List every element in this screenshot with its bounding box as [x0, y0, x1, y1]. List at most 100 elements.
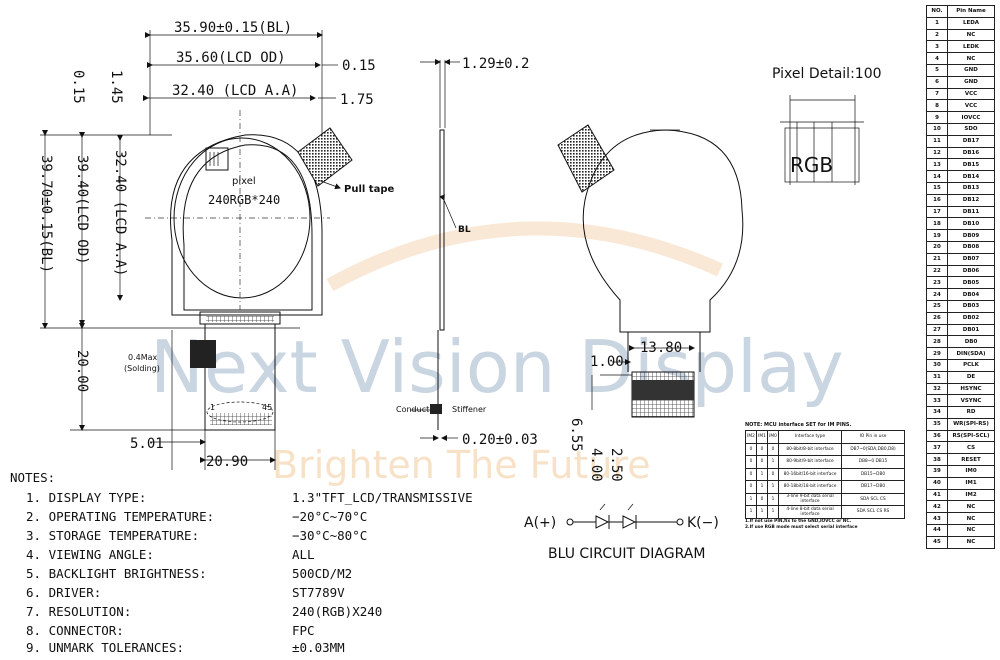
pin-name: DB10	[947, 217, 995, 231]
pin-name: DB12	[947, 193, 995, 207]
note-value: ALL	[292, 547, 315, 562]
pin45-label: 45	[262, 403, 272, 412]
pin-number: 9	[926, 111, 948, 124]
pin-number: 2	[926, 28, 948, 42]
pin-name: DB05	[947, 276, 995, 290]
pin-name: WR(SPI-RS)	[947, 417, 995, 431]
interface-cell: 0	[745, 442, 757, 456]
pin-name: HSYNC	[947, 382, 995, 396]
pin-name: DB03	[947, 299, 995, 313]
pin-number: 26	[926, 311, 948, 325]
note-label: 7. RESOLUTION:	[26, 604, 132, 619]
pin-number: 14	[926, 170, 948, 183]
pin-number: 24	[926, 288, 948, 301]
pin-number: 4	[926, 52, 948, 65]
pin-number: 43	[926, 512, 948, 526]
solder-pad	[190, 340, 216, 368]
pin-name: RS(SPI-SCL)	[947, 429, 995, 443]
solding-label-2: (Solding)	[124, 364, 160, 373]
dim-bl-height: 39.70±0.15(BL)	[38, 155, 54, 273]
interface-cell: 1	[745, 505, 757, 519]
pin-number: 35	[926, 417, 948, 431]
pin-name: DB02	[947, 311, 995, 325]
pin-name: GND	[947, 75, 995, 89]
pin-number: 17	[926, 205, 948, 219]
note-value: ST7789V	[292, 585, 345, 600]
pin-name: DB15	[947, 158, 995, 172]
pin-table-header: NO. Pin Name	[926, 5, 995, 18]
interface-cell: 1	[767, 480, 779, 494]
pin-number: 45	[926, 535, 948, 549]
pin-number: 18	[926, 217, 948, 231]
pixel-detail: Pixel Detail:100 RGB	[772, 66, 882, 185]
dim-pad-4-00: 4.00	[588, 448, 604, 482]
pin-number: 29	[926, 347, 948, 360]
interface-cell: 1	[756, 505, 768, 519]
pin-no-header: NO.	[926, 5, 948, 18]
pin-name: DB0	[947, 335, 995, 349]
pin-number: 37	[926, 441, 948, 455]
pin-name: CS	[947, 441, 995, 455]
pin-number: 28	[926, 335, 948, 349]
pin-number: 13	[926, 158, 948, 172]
interface-cell: SDA SCL CS	[841, 492, 905, 506]
interface-cell: 0	[767, 467, 779, 481]
pin-number: 3	[926, 40, 948, 54]
cathode-label: K(−)	[687, 515, 719, 531]
pin-number: 39	[926, 465, 948, 478]
pin-name: IM0	[947, 465, 995, 478]
pin-number: 5	[926, 63, 948, 77]
dim-lcd-aa-height: 32.40 (LCD A.A)	[112, 150, 128, 276]
pin-number: 16	[926, 193, 948, 207]
interface-cell: 0	[756, 492, 768, 506]
pin-number: 11	[926, 134, 948, 148]
pin-number: 21	[926, 252, 948, 266]
pin-name: SDO	[947, 122, 995, 136]
interface-cell: 1	[745, 492, 757, 506]
dim-thickness: 1.29±0.2	[462, 56, 529, 72]
dim-bl-width: 35.90±0.15(BL)	[174, 20, 292, 36]
back-view: 13.80 1.00 6.55 4.00 2.50	[557, 124, 744, 482]
pin-name: NC	[947, 500, 995, 514]
dim-right-offset-1: 0.15	[342, 58, 376, 74]
interface-cell: 3-line 9-bit data serial interface	[778, 492, 842, 506]
pin-number: 10	[926, 122, 948, 136]
stiffener-label: Stiffener	[452, 405, 487, 414]
iface-header-cell: IM0	[767, 430, 779, 444]
interface-cell: 80-18bit/18-bit interface	[778, 480, 842, 494]
dim-right-offset-2: 1.75	[340, 92, 374, 108]
pin-name: GND	[947, 63, 995, 77]
pull-tape-label: Pull tape	[344, 184, 394, 195]
resolution-mark: 240RGB*240	[208, 193, 280, 207]
interface-cell: 1	[767, 505, 779, 519]
bl-label: BL	[458, 225, 471, 235]
pin-name: RD	[947, 406, 995, 419]
pin-name: NC	[947, 524, 995, 537]
anode-label: A(+)	[524, 515, 556, 531]
